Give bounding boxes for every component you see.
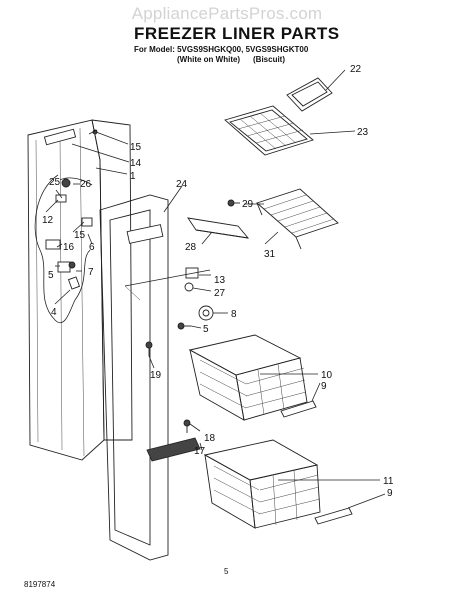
callout-24: 24	[176, 179, 188, 190]
part-28-shelf-bracket	[187, 217, 250, 239]
callout-1: 1	[130, 171, 136, 182]
wiring-harness	[34, 174, 93, 323]
part-13-bracket	[124, 267, 211, 301]
part-10-upper-basket	[188, 334, 308, 421]
callout-5-left: 5	[48, 270, 54, 281]
part-11-lower-basket	[203, 439, 321, 529]
callout-11: 11	[383, 476, 394, 487]
callout-10: 10	[321, 370, 333, 381]
callout-28: 28	[185, 242, 197, 253]
callout-16: 16	[63, 242, 75, 253]
part-23-glass-shelf	[224, 105, 314, 156]
model-line: For Model: 5VGS9SHGKQ00, 5VGS9SHGKT00	[134, 45, 309, 54]
callout-29: 29	[242, 199, 254, 210]
callout-4: 4	[51, 307, 57, 318]
callout-12: 12	[42, 215, 54, 226]
part-18-screw	[183, 419, 191, 433]
page-title: FREEZER LINER PARTS	[134, 24, 340, 43]
liner-side-panel	[99, 194, 169, 561]
callout-31: 31	[264, 249, 276, 260]
part-8-bushing	[198, 305, 214, 321]
document-number: 8197874	[24, 580, 56, 589]
callout-14: 14	[130, 158, 142, 169]
callout-9-upper: 9	[321, 381, 327, 392]
part-29-screw	[227, 199, 240, 207]
callout-22: 22	[350, 64, 362, 75]
part-27-clip	[184, 282, 194, 292]
back-panel-components	[43, 128, 98, 290]
callout-25: 25	[49, 177, 61, 188]
watermark: AppliancePartsPros.com	[131, 4, 323, 23]
callout-9-lower: 9	[387, 488, 393, 499]
callout-labels: 22 23 15 14 1 24 29 28 31 25 26 12 15 16…	[42, 64, 394, 499]
callout-8: 8	[231, 309, 237, 320]
callout-23: 23	[357, 127, 369, 138]
callout-18: 18	[204, 433, 216, 444]
page-number: 5	[224, 567, 229, 576]
part-17-trim	[146, 437, 201, 462]
part-22-shelf-cover	[286, 77, 333, 112]
part-19-fastener	[145, 341, 153, 356]
callout-6: 6	[89, 242, 95, 253]
variant-white: (White on White)	[177, 55, 241, 64]
callout-15-upper: 15	[130, 142, 142, 153]
leader-lines	[45, 69, 386, 509]
callout-7: 7	[88, 267, 94, 278]
part-9-basket-handle-lower	[314, 507, 353, 525]
callout-27: 27	[214, 288, 226, 299]
part-9-basket-handle-upper	[280, 400, 317, 418]
callout-26: 26	[80, 179, 92, 190]
liner-back-panel	[27, 119, 133, 461]
part-5-screw	[177, 322, 191, 330]
part-31-wire-shelf	[256, 188, 339, 250]
callout-13: 13	[214, 275, 226, 286]
callout-5-right: 5	[203, 324, 209, 335]
callout-15-lower: 15	[74, 230, 86, 241]
callout-19: 19	[150, 370, 162, 381]
variant-biscuit: (Biscuit)	[253, 55, 285, 64]
callout-17: 17	[194, 446, 206, 457]
